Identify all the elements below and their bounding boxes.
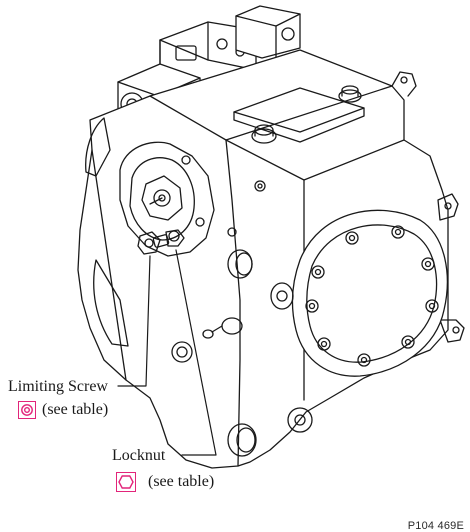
locknut-note: (see table) [148, 473, 215, 490]
leader-lines [117, 249, 217, 456]
figure-reference: P104 469E [407, 520, 464, 532]
lower-ports [171, 180, 313, 457]
hex-nut-icon [116, 472, 136, 492]
locknut-note-row: (see table) [116, 472, 214, 492]
limiting-screw-note-row: (see table) [18, 401, 108, 419]
locknut-label: Locknut [112, 447, 166, 464]
limiting-screw-label: Limiting Screw [8, 378, 108, 395]
socket-screw-icon [18, 401, 36, 419]
end-cover [291, 209, 448, 377]
adjustment-boss [85, 117, 215, 381]
limiting-screw-note: (see table) [42, 401, 109, 418]
